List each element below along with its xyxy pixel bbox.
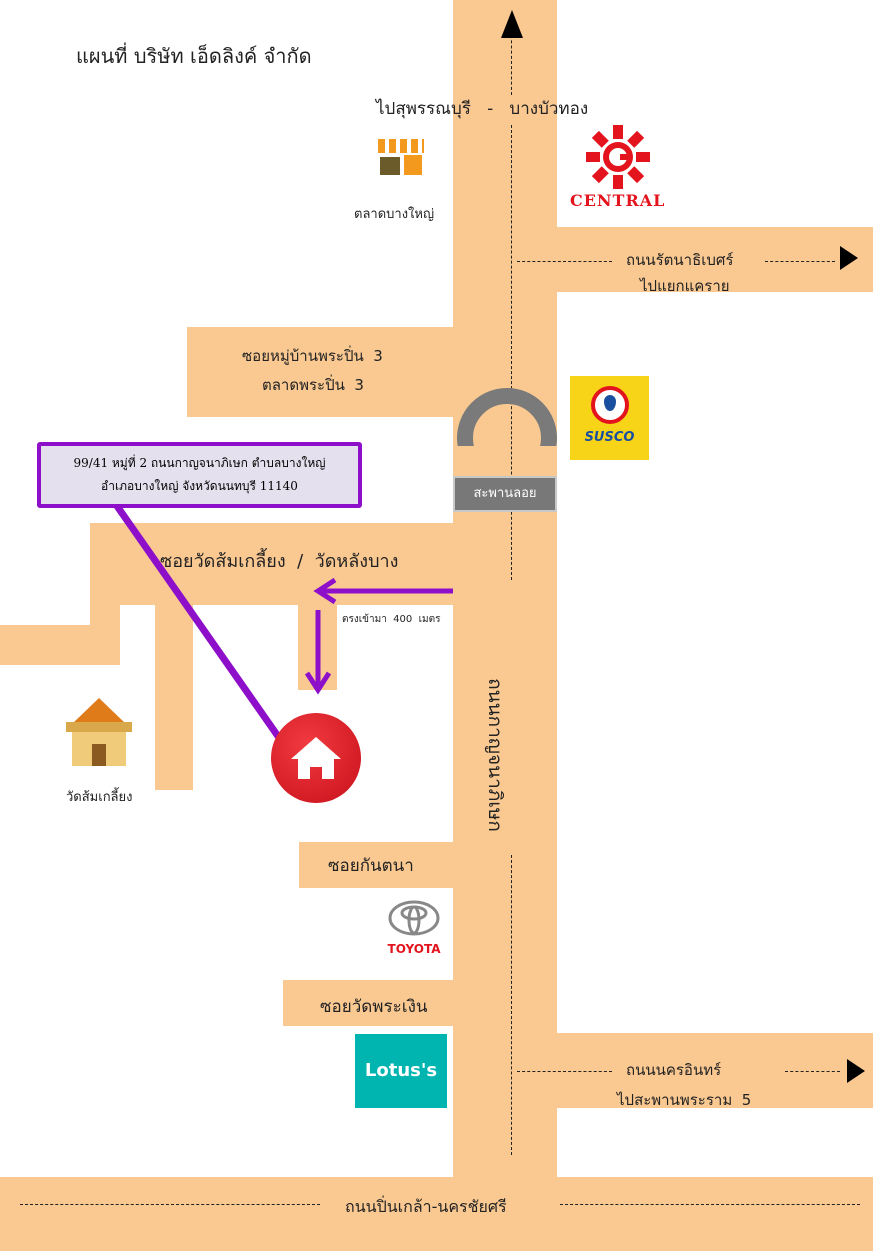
central-sun-icon — [586, 125, 650, 189]
centerline — [511, 855, 512, 1155]
arrow-head-west-icon — [313, 577, 337, 605]
lotus-logo: Lotus's — [355, 1034, 447, 1108]
toyota-logo: TOYOTA — [383, 900, 445, 960]
susco-drop-icon — [590, 386, 629, 424]
centerline — [765, 261, 835, 262]
label-to-rama5: ไปสะพานพระราม 5 — [617, 1091, 752, 1109]
road-rattanathibet — [557, 227, 873, 292]
centerline — [785, 1071, 840, 1072]
label-soi-wat-phra-ngoen: ซอยวัดพระเงิน — [320, 997, 428, 1017]
centerline — [517, 1071, 612, 1072]
label-soi-kantana: ซอยกันตนา — [328, 856, 414, 876]
label-distance: ตรงเข้ามา 400 เมตร — [342, 614, 441, 625]
label-soi-wat-som: ซอยวัดส้มเกลี้ยง / วัดหลังบาง — [160, 551, 399, 572]
road-pinklao — [0, 1177, 873, 1251]
centerline — [560, 1204, 860, 1205]
temple-icon — [62, 698, 136, 770]
east-arrow-icon — [840, 246, 858, 270]
centerline — [20, 1204, 320, 1205]
label-pinklao: ถนนปิ่นเกล้า-นครชัยศรี — [345, 1197, 507, 1216]
market-icon — [378, 139, 424, 179]
east-arrow-icon — [847, 1059, 865, 1083]
road-kanchanaphisek — [453, 0, 557, 1251]
centerline — [511, 125, 512, 580]
label-soi-phra-pin: ซอยหมู่บ้านพระปิ่น 3 — [242, 347, 383, 365]
label-nakhon-in: ถนนนครอินทร์ — [626, 1061, 722, 1079]
office-home-icon — [271, 713, 361, 803]
label-phra-pin-market: ตลาดพระปิ่น 3 — [262, 376, 364, 394]
flyover-icon — [457, 388, 557, 446]
road-temple-lane — [155, 600, 193, 790]
road-nakhon-in — [557, 1033, 873, 1108]
label-north: ไปสุพรรณบุรี - บางบัวทอง — [376, 99, 589, 119]
road-soi-phra-pin — [187, 327, 453, 417]
address-callout: 99/41 หมู่ที่ 2 ถนนกาญจนาภิเษก ตำบลบางให… — [37, 442, 362, 508]
toyota-emblem-icon — [388, 900, 440, 936]
address-line-2: อำเภอบางใหญ่ จังหวัดนนทบุรี 11140 — [101, 479, 298, 493]
road-soi-wat-som-left — [0, 625, 120, 665]
callout-pointer — [114, 503, 285, 745]
north-arrow-icon — [501, 10, 523, 38]
road-soi-wat-phra-ngoen — [283, 980, 453, 1026]
central-wordmark: CENTRAL — [570, 191, 666, 210]
label-market: ตลาดบางใหญ่ — [354, 207, 435, 222]
susco-wordmark: SUSCO — [584, 430, 635, 445]
toyota-wordmark: TOYOTA — [387, 942, 441, 956]
centerline — [517, 261, 612, 262]
susco-logo: SUSCO — [570, 376, 649, 460]
label-rattanathibet: ถนนรัตนาธิเบศร์ — [626, 251, 734, 269]
central-logo: CENTRAL — [570, 125, 670, 215]
flyover-label: สะพานลอย — [453, 476, 557, 512]
centerline — [511, 30, 512, 95]
road-soi-kantana — [299, 842, 453, 888]
arrow-head-south-icon — [304, 671, 332, 695]
label-temple: วัดส้มเกลี้ยง — [66, 790, 133, 805]
address-line-1: 99/41 หมู่ที่ 2 ถนนกาญจนาภิเษก ตำบลบางให… — [73, 456, 326, 470]
lotus-wordmark: Lotus's — [364, 1060, 438, 1081]
flyover-text: สะพานลอย — [473, 486, 537, 501]
label-to-khae-rai: ไปแยกแคราย — [640, 277, 730, 295]
map-title: แผนที่ บริษัท เอ็ดลิงค์ จำกัด — [76, 44, 312, 68]
